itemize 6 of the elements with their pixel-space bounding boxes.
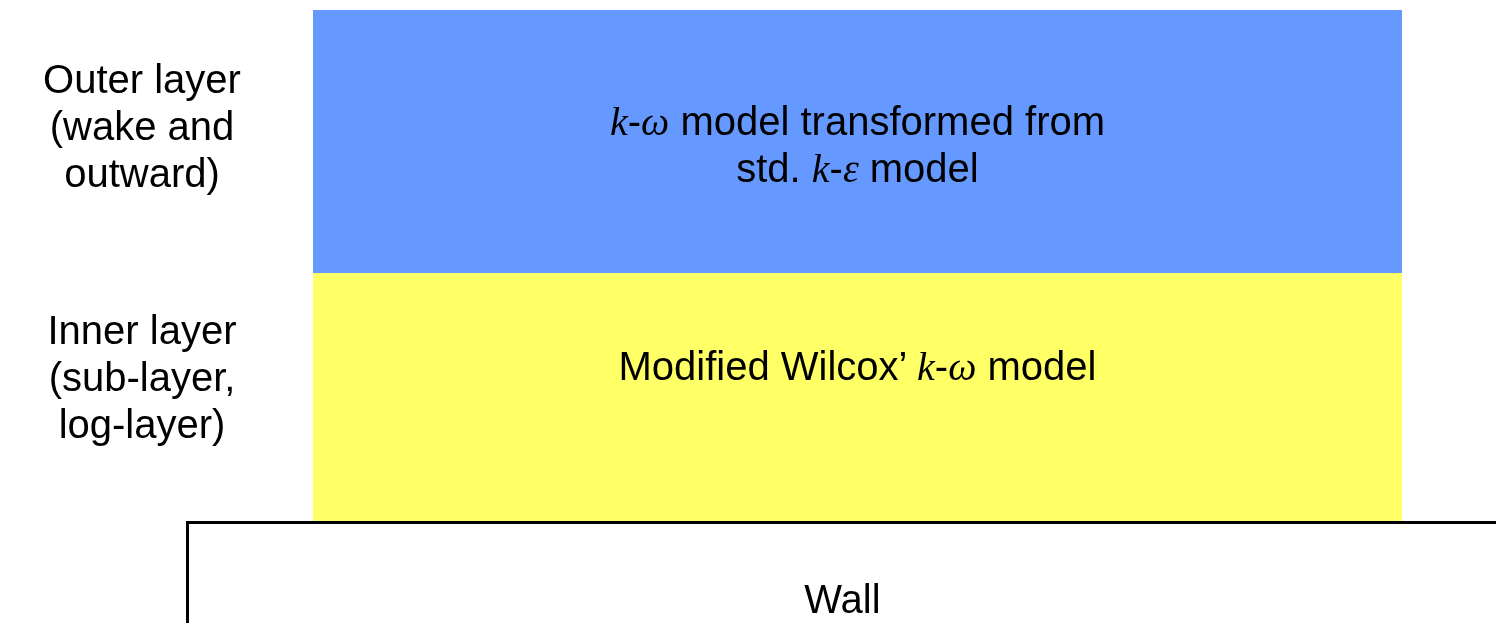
model-label: k-ω model transformed from std. k-ε model (608, 98, 1106, 192)
wall-label: Wall (803, 576, 882, 622)
wall-surface (186, 521, 1496, 623)
layer-name-label: Outer layer (wake and outward) (42, 56, 242, 197)
layer-name-label: Inner layer (sub-layer, log-layer) (46, 307, 238, 448)
model-label: Modified Wilcox’ k-ω model (617, 343, 1098, 390)
